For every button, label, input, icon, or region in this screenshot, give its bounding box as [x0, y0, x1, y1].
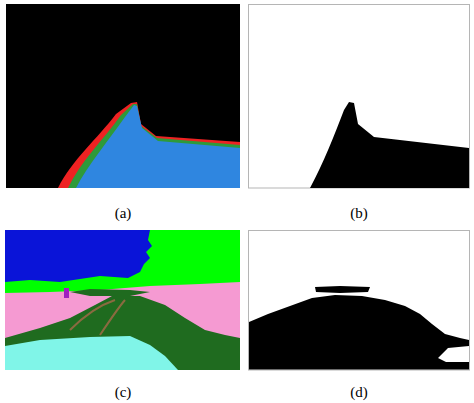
panel-a: [6, 4, 240, 188]
panel-frame: [249, 231, 470, 371]
track: [70, 300, 115, 330]
road-region: [5, 296, 240, 370]
object-region: [64, 288, 69, 298]
water-region: [76, 105, 240, 188]
edge-region: [58, 102, 240, 188]
water-region: [5, 336, 178, 370]
mask-region: [249, 295, 469, 370]
panel-caption: (a): [115, 204, 132, 222]
treeline-region: [70, 289, 150, 296]
sky-region: [5, 230, 152, 282]
panel-c: [5, 230, 240, 370]
ground-region: [5, 230, 240, 370]
mask-strip: [315, 286, 370, 293]
panel-frame: [249, 5, 470, 189]
panel-caption: (d): [350, 383, 368, 401]
border-region: [68, 104, 240, 188]
panel-b: [249, 5, 470, 189]
background-region: [6, 4, 240, 188]
panel-d: [249, 231, 470, 371]
mask-region: [310, 102, 469, 188]
track: [100, 300, 125, 335]
vegetation-region: [5, 230, 240, 293]
panel-caption: (c): [115, 383, 132, 401]
panel-caption: (b): [350, 204, 368, 222]
